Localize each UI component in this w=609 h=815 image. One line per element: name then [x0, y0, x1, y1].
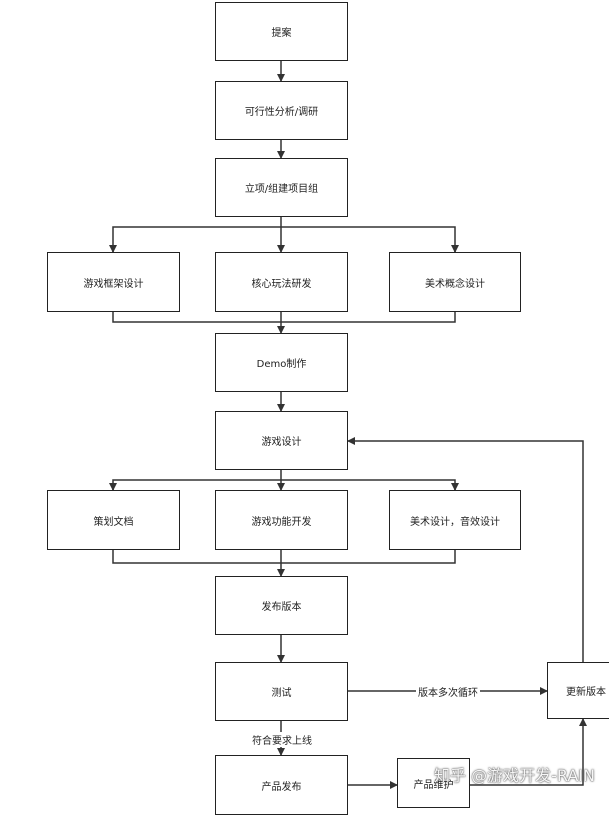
node-testing: 测试 — [215, 662, 348, 721]
node-proposal-label: 提案 — [271, 28, 292, 39]
node-art-concept-label: 美术概念设计 — [425, 278, 485, 290]
node-planning-doc-label: 策划文档 — [93, 516, 134, 528]
node-demo: Demo制作 — [215, 333, 348, 392]
node-update-version-label: 更新版本 — [566, 687, 606, 698]
node-feasibility-label: 可行性分析/调研 — [244, 107, 319, 118]
node-product-launch-label: 产品发布 — [261, 781, 302, 793]
node-art-audio: 美术设计，音效设计 — [389, 490, 521, 550]
node-release-version-label: 发布版本 — [261, 602, 302, 613]
node-project-setup-label: 立项/组建项目组 — [244, 184, 319, 195]
node-feature-dev: 游戏功能开发 — [215, 490, 348, 550]
node-feature-dev-label: 游戏功能开发 — [251, 516, 312, 528]
merge-bar-1 — [112, 312, 456, 323]
edge-label-loop: 版本多次循环 — [416, 684, 480, 699]
node-product-launch: 产品发布 — [215, 755, 348, 815]
merge-bar-2 — [112, 550, 456, 564]
node-framework-design: 游戏框架设计 — [47, 252, 180, 312]
node-demo-label: Demo制作 — [256, 359, 307, 370]
branch-bar-2 — [112, 479, 456, 490]
node-proposal: 提案 — [215, 2, 348, 61]
node-maintenance-label: 产品维护 — [413, 779, 454, 791]
edge-label-meets-requirements: 符合要求上线 — [250, 732, 314, 747]
node-core-gameplay: 核心玩法研发 — [215, 252, 348, 312]
node-art-concept: 美术概念设计 — [389, 252, 521, 312]
node-planning-doc: 策划文档 — [47, 490, 180, 550]
node-framework-design-label: 游戏框架设计 — [83, 278, 144, 290]
node-art-audio-label: 美术设计，音效设计 — [410, 516, 500, 528]
node-feasibility: 可行性分析/调研 — [215, 81, 348, 140]
arrow-update-design — [347, 437, 584, 662]
node-project-setup: 立项/组建项目组 — [215, 158, 348, 217]
node-core-gameplay-label: 核心玩法研发 — [251, 278, 312, 290]
node-testing-label: 测试 — [271, 688, 292, 699]
node-game-design: 游戏设计 — [215, 411, 348, 470]
branch-top-bar — [112, 226, 456, 252]
arrow-maintenance-update — [470, 718, 587, 786]
node-release-version: 发布版本 — [215, 576, 348, 635]
node-game-design-label: 游戏设计 — [261, 437, 302, 448]
watermark: 知乎 @游戏开发-RAIN — [434, 766, 595, 785]
node-update-version: 更新版本 — [547, 662, 609, 719]
